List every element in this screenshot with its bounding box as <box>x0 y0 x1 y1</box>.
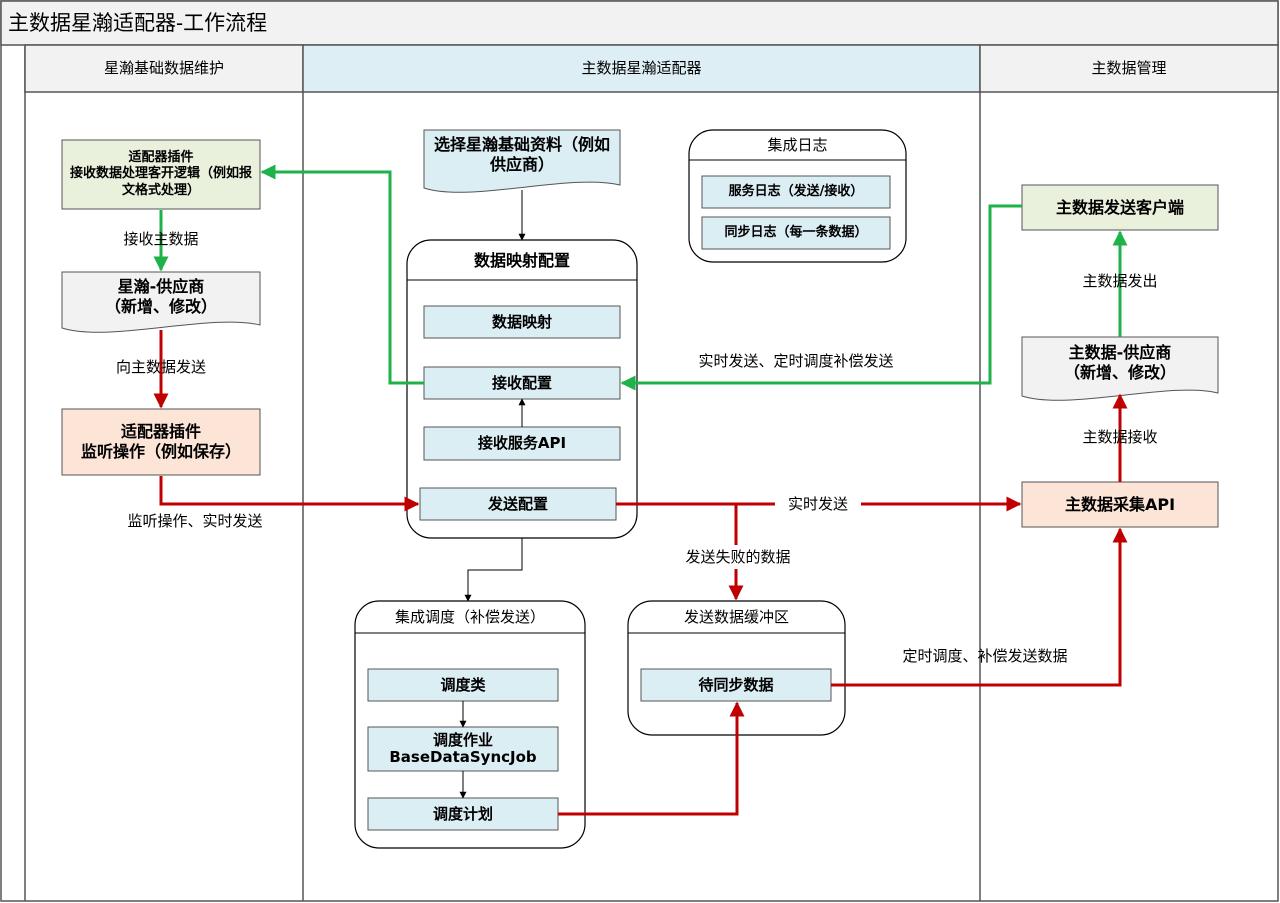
schedule-class-text: 调度类 <box>440 675 486 694</box>
select-doc-text: 选择星瀚基础资料（例如供应商） <box>433 135 610 174</box>
receive-api-text: 接收服务API <box>477 434 567 453</box>
log-service-box <box>701 175 891 209</box>
log-sync-box <box>701 216 891 250</box>
send-config-text: 发送配置 <box>487 494 548 513</box>
mapping-text: 数据映射 <box>491 312 552 331</box>
log-group-title: 集成日志 <box>767 136 828 155</box>
schedule-plan-box <box>367 797 559 831</box>
plugin-listen-text: 适配器插件 监听操作（例如保存） <box>80 422 241 461</box>
plugin-receive-box <box>61 139 261 210</box>
supplier-doc-text: 星瀚-供应商 （新增、修改） <box>104 277 217 316</box>
lane-header-left-bg <box>24 44 304 93</box>
receive-api-box <box>423 426 621 461</box>
plan-to-pending-arrow <box>558 701 745 816</box>
realtime-label-bg <box>775 493 861 515</box>
buffer-group-title: 发送数据缓冲区 <box>683 608 789 627</box>
schedule-plan-text: 调度计划 <box>432 804 493 823</box>
failed-label-bg <box>668 545 808 569</box>
receive-config-to-plugin-arrow <box>260 164 424 385</box>
schedule-group-title: 集成调度（补偿发送） <box>394 608 545 627</box>
lane-header-middle: 主数据星瀚适配器 <box>581 59 702 78</box>
receive-config-text: 接收配置 <box>491 373 552 392</box>
failed-data-label: 发送失败的数据 <box>685 547 791 566</box>
listen-realtime-label: 监听操作、实时发送 <box>127 511 263 530</box>
send-client-text: 主数据发送客户端 <box>1055 197 1184 217</box>
select-doc-shape <box>423 129 621 193</box>
mapping-group-title: 数据映射配置 <box>473 250 570 270</box>
collect-api-text: 主数据采集API <box>1064 494 1176 514</box>
lane-header-right: 主数据管理 <box>1091 59 1167 78</box>
receive-config-box <box>423 366 621 400</box>
right-supplier-doc-text: 主数据-供应商 （新增、修改） <box>1063 343 1176 382</box>
receive-master-data-label: 接收主数据 <box>123 229 199 248</box>
pending-data-box <box>640 668 832 702</box>
title-bar <box>0 0 1279 46</box>
send-config-box <box>419 487 617 521</box>
send-client-box <box>1021 184 1219 231</box>
plugin-listen-box <box>61 408 261 476</box>
send-config-to-schedule-arrow <box>464 538 523 602</box>
master-data-out-label: 主数据发出 <box>1082 271 1158 290</box>
send-client-to-receive-config-arrow <box>620 204 1022 391</box>
realtime-label: 实时发送 <box>787 494 848 513</box>
listen-to-send-config-arrow <box>159 476 420 512</box>
log-service-text: 服务日志（发送/接收） <box>728 183 864 199</box>
realtime-comp-label: 实时发送、定时调度补偿发送 <box>698 351 894 370</box>
schedule-job-box <box>367 726 559 772</box>
log-sync-text: 同步日志（每一条数据） <box>724 224 868 240</box>
schedule-class-box <box>367 668 559 702</box>
lane-header-left: 星瀚基础数据维护 <box>103 59 224 78</box>
supplier-doc-shape <box>61 271 261 333</box>
plugin-receive-text: 适配器插件 接收数据处理客开逻辑（例如报文格式处理） <box>69 150 252 198</box>
schedule-job-text: 调度作业 BaseDataSyncJob <box>389 730 537 766</box>
pending-to-collect-arrow <box>831 527 1128 687</box>
lane-header-right-bg <box>979 44 1279 93</box>
master-data-in-label: 主数据接收 <box>1082 427 1158 446</box>
mapping-box <box>423 305 621 339</box>
send-to-master-label: 向主数据发送 <box>115 357 206 376</box>
page-title: 主数据星瀚适配器-工作流程 <box>8 10 268 35</box>
timed-comp-label: 定时调度、补偿发送数据 <box>902 646 1068 665</box>
pending-data-text: 待同步数据 <box>698 675 774 694</box>
